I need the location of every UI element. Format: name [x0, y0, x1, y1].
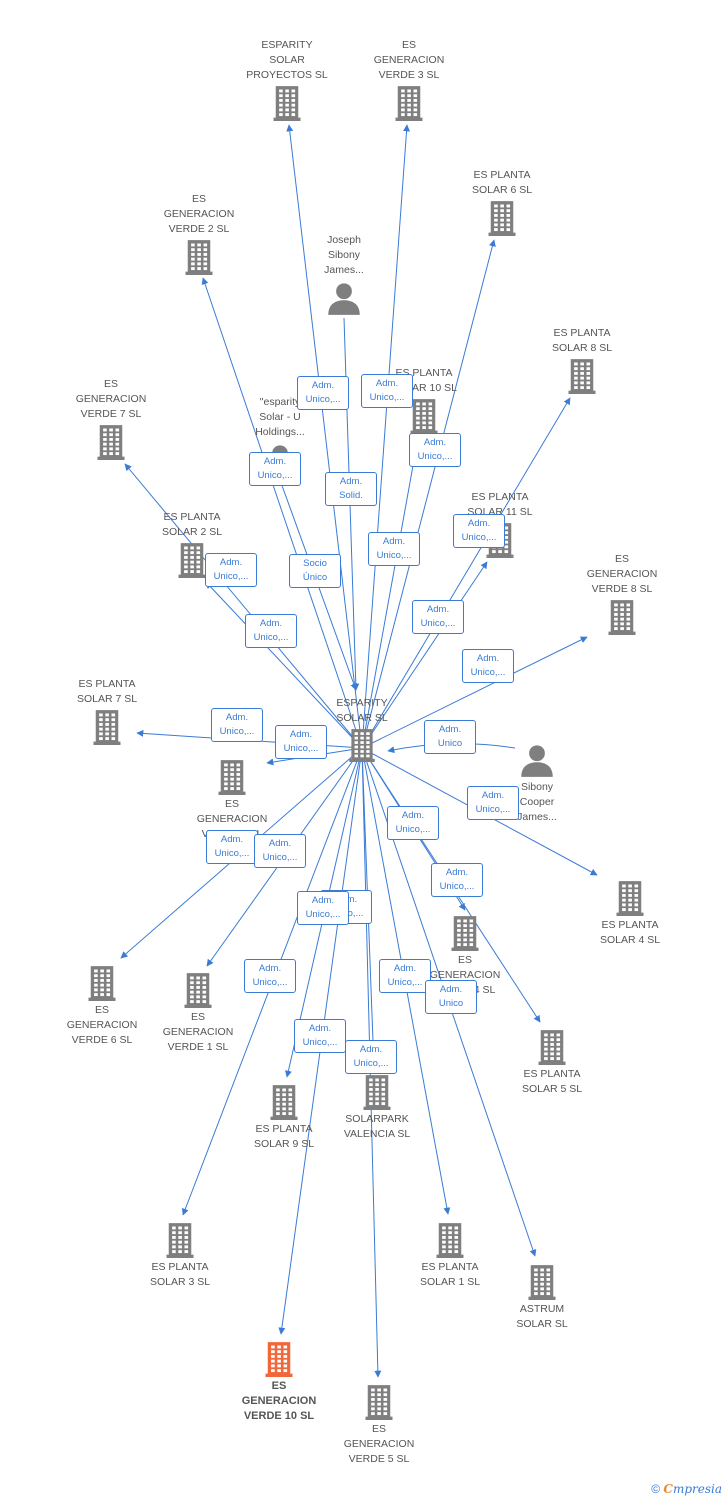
edge-label-ps7[interactable]: Adm. Unico,...	[211, 708, 263, 742]
edge-label-gv5[interactable]: Adm. Unico,...	[345, 1040, 397, 1074]
building-icon-gv9[interactable]	[214, 759, 250, 800]
building-icon-gv3[interactable]	[391, 85, 427, 126]
node-label-solarpark[interactable]: SOLARPARK VALENCIA SL	[343, 1113, 411, 1140]
building-icon-gv1[interactable]	[180, 972, 216, 1013]
building-icon-ps1[interactable]	[432, 1222, 468, 1263]
person-icon-sibony[interactable]	[519, 742, 555, 783]
building-icon-solarpark[interactable]	[359, 1074, 395, 1115]
building-icon-ps3[interactable]	[162, 1222, 198, 1263]
edge-label-gv7[interactable]: Adm. Unico,...	[205, 553, 257, 587]
edge-label-ps11[interactable]: Adm. Unico,...	[412, 600, 464, 634]
edge-label-gv8[interactable]: Adm. Unico,...	[462, 649, 514, 683]
building-icon-ps10[interactable]	[406, 398, 442, 439]
edge-label-sibony[interactable]: Adm. Unico	[424, 720, 476, 754]
edge-label-gv9[interactable]: Adm. Unico,...	[275, 725, 327, 759]
building-icon-astrum[interactable]	[524, 1264, 560, 1305]
edge-label-gv2[interactable]: Adm. Unico,...	[249, 452, 301, 486]
edge-label-proyectos[interactable]: Adm. Unico,...	[297, 376, 349, 410]
node-label-ps2[interactable]: ES PLANTA SOLAR 2 SL	[161, 511, 223, 538]
footer-brand: © Cmpresia	[651, 1482, 722, 1496]
node-label-astrum[interactable]: ASTRUM SOLAR SL	[516, 1303, 568, 1330]
node-label-proyectos[interactable]: ESPARITY SOLAR PROYECTOS SL	[246, 39, 328, 81]
building-icon-ps8[interactable]	[564, 358, 600, 399]
building-icon-gv4[interactable]	[447, 915, 483, 956]
node-label-joseph[interactable]: Joseph Sibony James...	[324, 234, 364, 276]
edge-center-ps6	[361, 239, 496, 749]
edge-label-gv4[interactable]: Adm. Unico,...	[387, 806, 439, 840]
building-icon-gv2[interactable]	[181, 239, 217, 280]
person-icon-joseph[interactable]	[326, 280, 362, 321]
edge-center-ps10	[361, 437, 421, 749]
building-icon-gv8[interactable]	[604, 599, 640, 640]
node-label-gv8[interactable]: ES GENERACION VERDE 8 SL	[586, 553, 658, 595]
edge-center-ps11	[361, 561, 488, 749]
building-icon-ps4[interactable]	[612, 880, 648, 921]
edge-center-gv8	[361, 636, 588, 749]
node-label-gv1[interactable]: ES GENERACION VERDE 1 SL	[162, 1011, 234, 1053]
edge-label-joseph[interactable]: Adm. Solid.	[325, 472, 377, 506]
node-label-center[interactable]: ESPARITY SOLAR SL	[336, 697, 388, 724]
node-label-gv10[interactable]: ES GENERACION VERDE 10 SL	[241, 1380, 317, 1422]
edge-label-gv1[interactable]: Adm. Unico,...	[254, 834, 306, 868]
building-icon-gv10[interactable]	[261, 1341, 297, 1382]
edge-label-solarpark[interactable]: Adm. Unico,...	[297, 891, 349, 925]
node-label-ps3[interactable]: ES PLANTA SOLAR 3 SL	[149, 1261, 211, 1288]
building-icon-gv6[interactable]	[84, 965, 120, 1006]
node-label-gv3[interactable]: ES GENERACION VERDE 3 SL	[373, 39, 445, 81]
node-label-ps8[interactable]: ES PLANTA SOLAR 8 SL	[551, 327, 613, 354]
node-label-ps1[interactable]: ES PLANTA SOLAR 1 SL	[419, 1261, 481, 1288]
node-label-sibony[interactable]: Sibony Cooper James...	[517, 781, 557, 823]
building-icon-gv5[interactable]	[361, 1384, 397, 1425]
node-label-ps11[interactable]: ES PLANTA SOLAR 11 SL	[467, 491, 533, 518]
edge-label-ps4[interactable]: Adm. Unico,...	[467, 786, 519, 820]
node-label-gv6[interactable]: ES GENERACION VERDE 6 SL	[66, 1004, 138, 1046]
edge-label-astrum[interactable]: Adm. Unico	[425, 980, 477, 1014]
edge-label-ps3[interactable]: Adm. Unico,...	[244, 959, 296, 993]
building-icon-proyectos[interactable]	[269, 85, 305, 126]
edge-label-ps10[interactable]: Adm. Unico,...	[368, 532, 420, 566]
copyright-icon: ©	[651, 1482, 661, 1496]
building-icon-gv7[interactable]	[93, 424, 129, 465]
edge-label-gv3[interactable]: Adm. Unico,...	[361, 374, 413, 408]
edge-label-gv6[interactable]: Adm. Unico,...	[206, 830, 258, 864]
building-icon-center[interactable]	[345, 728, 379, 767]
edge-label-holdings[interactable]: Socio Único	[289, 554, 341, 588]
edge-label-gv10[interactable]: Adm. Unico,...	[294, 1019, 346, 1053]
edge-center-ps2	[205, 581, 363, 749]
node-label-ps7[interactable]: ES PLANTA SOLAR 7 SL	[76, 678, 138, 705]
node-label-holdings[interactable]: "esparity Solar - U Holdings...	[255, 396, 305, 438]
building-icon-ps9[interactable]	[266, 1084, 302, 1125]
edge-center-gv7	[124, 463, 363, 749]
edge-label-ps1[interactable]: Adm. Unico,...	[379, 959, 431, 993]
node-label-gv7[interactable]: ES GENERACION VERDE 7 SL	[75, 378, 147, 420]
building-icon-ps2[interactable]	[174, 542, 210, 583]
building-icon-ps7[interactable]	[89, 709, 125, 750]
edge-label-ps5[interactable]: Adm. Unico,...	[431, 863, 483, 897]
edge-center-gv3	[361, 124, 411, 749]
node-label-ps9[interactable]: ES PLANTA SOLAR 9 SL	[253, 1123, 315, 1150]
edge-center-ps8	[361, 397, 571, 749]
edge-center-gv2	[201, 277, 363, 749]
node-label-gv2[interactable]: ES GENERACION VERDE 2 SL	[163, 193, 235, 235]
edge-label-ps6[interactable]: Adm. Unico,...	[409, 433, 461, 467]
edge-label-ps2[interactable]: Adm. Unico,...	[245, 614, 297, 648]
node-label-ps6[interactable]: ES PLANTA SOLAR 6 SL	[471, 169, 533, 196]
edge-center-proyectos	[286, 124, 363, 749]
edge-label-ps8[interactable]: Adm. Unico,...	[453, 514, 505, 548]
building-icon-ps5[interactable]	[534, 1029, 570, 1070]
node-label-ps5[interactable]: ES PLANTA SOLAR 5 SL	[521, 1068, 583, 1095]
brand-logo: Cmpresia	[663, 1482, 722, 1496]
node-label-gv5[interactable]: ES GENERACION VERDE 5 SL	[343, 1423, 415, 1465]
building-icon-ps6[interactable]	[484, 200, 520, 241]
node-label-ps4[interactable]: ES PLANTA SOLAR 4 SL	[599, 919, 661, 946]
